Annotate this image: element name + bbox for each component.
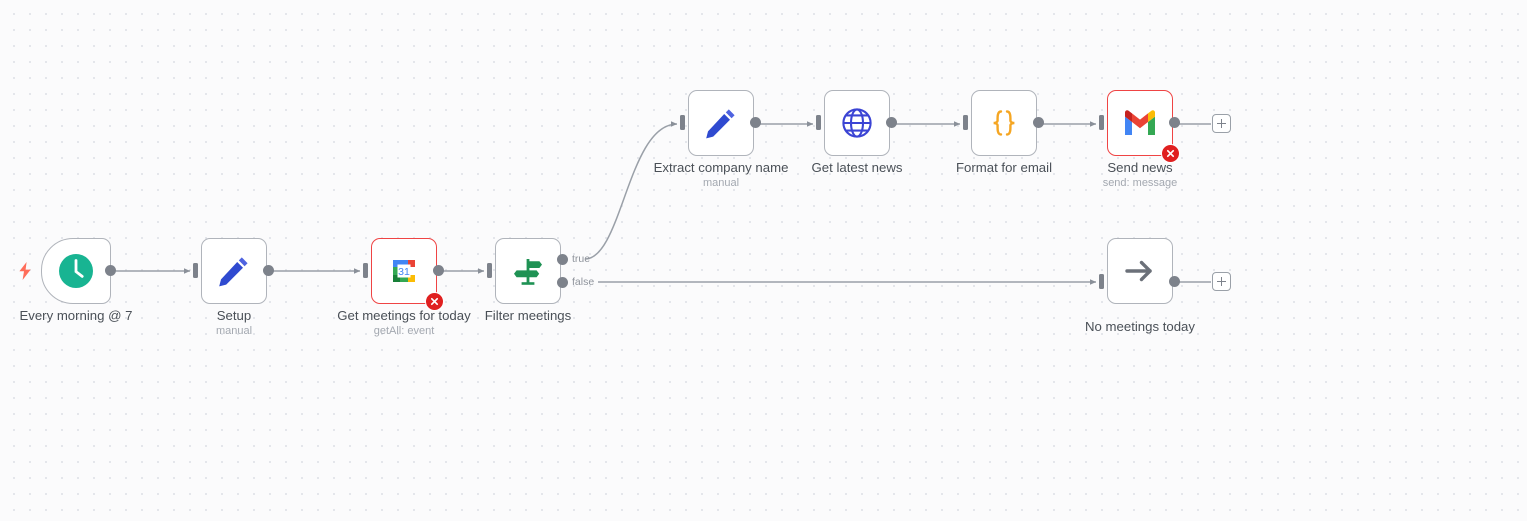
- input-port-setup[interactable]: [193, 263, 198, 278]
- output-port-send-news[interactable]: [1169, 117, 1180, 128]
- output-port-filter-false[interactable]: [557, 277, 568, 288]
- output-port-extract-company-name[interactable]: [750, 117, 761, 128]
- node-title: Setup: [216, 308, 252, 323]
- output-port-get-latest-news[interactable]: [886, 117, 897, 128]
- pencil-icon: [700, 102, 742, 144]
- node-title: Filter meetings: [484, 308, 572, 323]
- svg-text:31: 31: [398, 266, 410, 278]
- error-badge-get-meetings[interactable]: [425, 292, 444, 311]
- error-badge-send-news[interactable]: [1161, 144, 1180, 163]
- node-no-meetings-today[interactable]: [1107, 238, 1173, 304]
- node-get-meetings-for-today[interactable]: 31: [371, 238, 444, 311]
- signpost-filter-icon: [507, 250, 549, 292]
- code-braces-icon: [983, 102, 1025, 144]
- add-node-button-after-no-meetings[interactable]: [1212, 272, 1231, 291]
- input-port-format-for-email[interactable]: [963, 115, 968, 130]
- node-setup[interactable]: [201, 238, 267, 304]
- node-title: Send news: [1107, 160, 1173, 175]
- node-format-for-email[interactable]: [971, 90, 1037, 156]
- node-label-get-meetings-for-today: Get meetings for today getAll: event: [289, 308, 519, 338]
- input-port-extract-company-name[interactable]: [680, 115, 685, 130]
- output-port-get-meetings-for-today[interactable]: [433, 265, 444, 276]
- node-label-filter-meetings: Filter meetings: [413, 308, 643, 323]
- output-port-no-meetings-today[interactable]: [1169, 276, 1180, 287]
- node-filter-meetings[interactable]: [495, 238, 561, 304]
- pencil-icon: [213, 250, 255, 292]
- output-label-false: false: [572, 276, 595, 288]
- node-label-format-for-email: Format for email: [889, 160, 1119, 175]
- node-title: Extract company name: [653, 160, 789, 175]
- node-extract-company-name[interactable]: [688, 90, 754, 156]
- node-label-get-latest-news: Get latest news: [742, 160, 972, 175]
- node-label-no-meetings-today: No meetings today: [1025, 319, 1255, 334]
- node-subtitle: getAll: event: [373, 325, 435, 337]
- input-port-send-news[interactable]: [1099, 115, 1104, 130]
- input-port-get-meetings-for-today[interactable]: [363, 263, 368, 278]
- add-node-button-after-send-news[interactable]: [1212, 114, 1231, 133]
- google-calendar-icon: 31: [383, 250, 425, 292]
- input-port-no-meetings-today[interactable]: [1099, 274, 1104, 289]
- node-send-news[interactable]: [1107, 90, 1180, 163]
- node-label-every-morning-at-7: Every morning @ 7: [0, 308, 191, 323]
- node-get-latest-news[interactable]: [824, 90, 890, 156]
- node-subtitle: manual: [215, 325, 253, 337]
- lightning-bolt-icon: [18, 262, 32, 285]
- node-label-extract-company-name: Extract company name manual: [606, 160, 836, 190]
- node-every-morning-at-7[interactable]: [41, 238, 111, 304]
- edge-filter-true-to-extract: [584, 121, 678, 260]
- output-port-setup[interactable]: [263, 265, 274, 276]
- output-label-true: true: [572, 253, 591, 265]
- node-label-setup: Setup manual: [119, 308, 349, 338]
- node-subtitle: send: message: [1102, 177, 1178, 189]
- node-subtitle: manual: [702, 177, 740, 189]
- globe-icon: [836, 102, 878, 144]
- input-port-get-latest-news[interactable]: [816, 115, 821, 130]
- node-title: Every morning @ 7: [19, 308, 133, 323]
- node-title: Get latest news: [811, 160, 903, 175]
- node-title: Format for email: [956, 160, 1052, 175]
- node-label-send-news: Send news send: message: [1025, 160, 1255, 190]
- output-port-every-morning-at-7[interactable]: [105, 265, 116, 276]
- arrow-right-icon: [1119, 250, 1161, 292]
- output-port-filter-true[interactable]: [557, 254, 568, 265]
- input-port-filter-meetings[interactable]: [487, 263, 492, 278]
- output-port-format-for-email[interactable]: [1033, 117, 1044, 128]
- node-title: Get meetings for today: [337, 308, 471, 323]
- gmail-icon: [1119, 102, 1161, 144]
- clock-icon: [55, 250, 97, 292]
- node-title: No meetings today: [1085, 319, 1195, 334]
